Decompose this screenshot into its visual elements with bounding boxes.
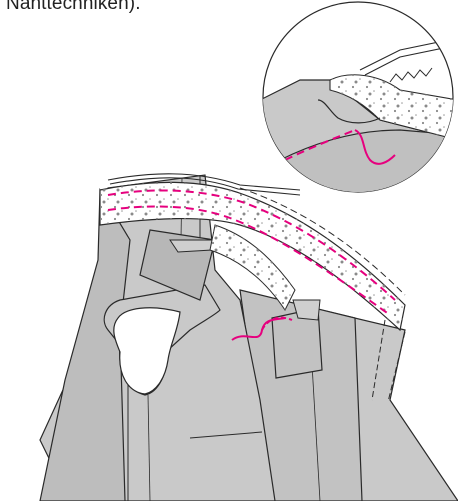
- left-outer-panel: [40, 190, 130, 501]
- detail-magnifier: [260, 2, 458, 200]
